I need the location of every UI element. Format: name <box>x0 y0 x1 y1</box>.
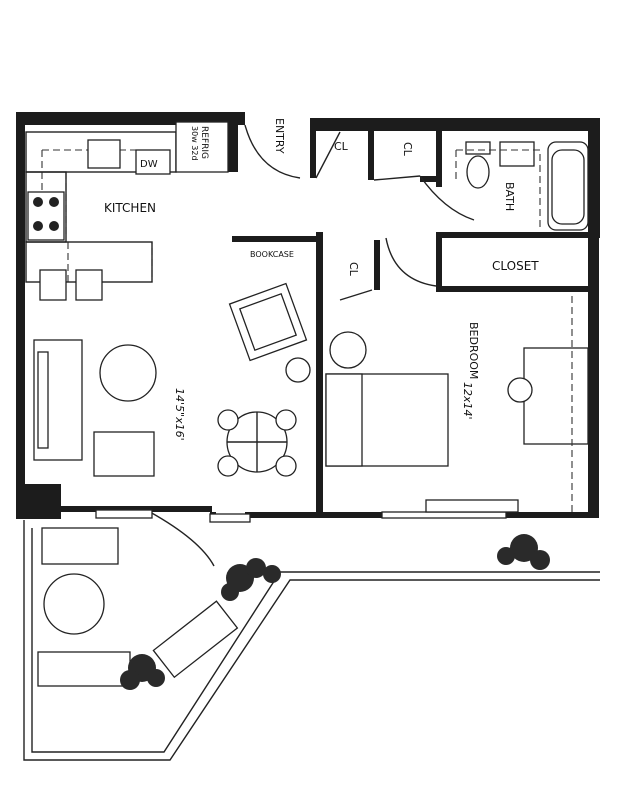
living-size-label: 14'5"x16' <box>173 388 186 441</box>
cooktop-icon <box>27 191 65 241</box>
doors <box>149 124 475 567</box>
bedroom-closet-label: CL <box>347 262 360 277</box>
bedroom-size-label: 12x14' <box>461 382 474 420</box>
kitchen-label: KITCHEN <box>104 201 156 215</box>
bedroom-label: BEDROOM <box>467 322 480 379</box>
toilet-icon <box>465 141 491 189</box>
entry-closet-2-label: CL <box>401 142 414 157</box>
windows <box>95 499 519 523</box>
entry-closet-1-label: CL <box>334 140 349 153</box>
refrigerator-size-label: 30w 32d <box>190 126 199 161</box>
bedroom-furniture <box>325 296 589 512</box>
shrub-icon <box>120 654 165 690</box>
refrigerator-label: REFRIG <box>199 126 209 159</box>
kitchen-counters <box>25 121 229 301</box>
dishwasher-label: DW <box>140 159 158 170</box>
shrub-icon <box>221 558 281 601</box>
closet-label: CLOSET <box>492 259 539 273</box>
living-furniture <box>33 282 311 477</box>
walls <box>16 112 600 522</box>
shrub-icon <box>497 534 550 570</box>
room-labels: KITCHEN DW REFRIG 30w 32d ENTRY CL CL BA… <box>104 118 539 441</box>
balcony <box>23 520 600 761</box>
bookcase-label: BOOKCASE <box>250 250 294 259</box>
entry-label: ENTRY <box>273 118 286 154</box>
bath-fixtures <box>455 141 589 231</box>
bath-label: BATH <box>503 182 516 211</box>
